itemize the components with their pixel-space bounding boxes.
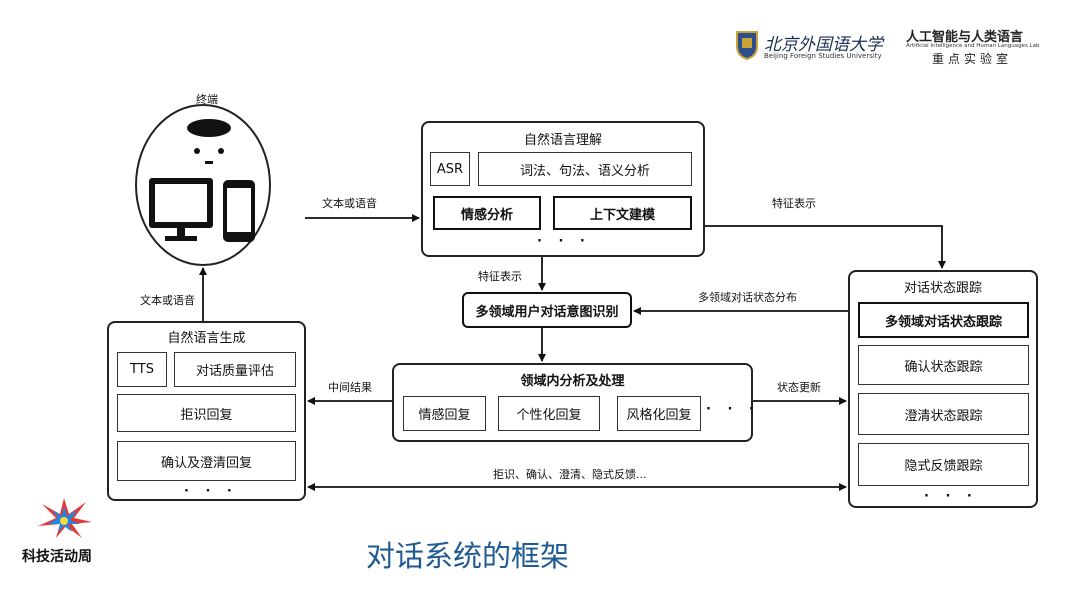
- footer-brand-logo: 科技活动周: [22, 496, 102, 566]
- terminal-devices-icon: [149, 119, 255, 242]
- label-text-or-speech-in: 文本或语音: [322, 197, 377, 210]
- page-title: 对话系统的框架: [366, 539, 570, 573]
- personalized-reply-block: 个性化回复: [498, 396, 600, 431]
- domain-processing-title: 领域内分析及处理: [520, 374, 625, 389]
- nlu-module: [421, 121, 705, 257]
- label-feature-repr-down: 特征表示: [478, 270, 522, 283]
- lexical-analysis-block: 词法、句法、语义分析: [478, 152, 692, 186]
- nlu-dots: · · ·: [537, 234, 591, 249]
- lab-name-cn: 人工智能与人类语言: [906, 30, 1024, 45]
- lab-logo: 人工智能与人类语言 Artificial Intelligence and Hu…: [904, 26, 1044, 66]
- arrow-nlu-to-dst: [705, 225, 946, 269]
- dst-dots: · · ·: [924, 489, 978, 504]
- dialogue-quality-block: 对话质量评估: [174, 352, 296, 387]
- sentiment-analysis-block: 情感分析: [433, 196, 541, 230]
- label-multi-domain-dist: 多领域对话状态分布: [698, 291, 797, 304]
- intent-recognition-block: 多领域用户对话意图识别: [462, 292, 632, 328]
- footer-brand: 科技活动周: [22, 549, 92, 565]
- label-feature-repr-right: 特征表示: [772, 197, 816, 210]
- label-text-or-speech-out: 文本或语音: [140, 294, 195, 307]
- nlg-dots: · · ·: [184, 484, 238, 499]
- bfsu-emblem-icon: [736, 31, 758, 60]
- asr-block: ASR: [430, 152, 470, 186]
- starburst-logo-icon: [38, 498, 92, 538]
- bfsu-name-en: Beijing Foreign Studies University: [764, 52, 882, 60]
- multi-domain-dst-block: 多领域对话状态跟踪: [858, 302, 1029, 338]
- label-state-update: 状态更新: [777, 381, 821, 394]
- label-bottom-flows: 拒识、确认、澄清、隐式反馈...: [493, 468, 647, 481]
- confirm-clarify-reply-block: 确认及澄清回复: [117, 441, 296, 481]
- context-modeling-block: 上下文建模: [553, 196, 692, 230]
- domain-processing-dots: · · ·: [706, 402, 760, 417]
- terminal-title: 终端: [196, 93, 218, 106]
- dst-title: 对话状态跟踪: [903, 281, 982, 296]
- bfsu-name-cn: 北京外国语大学: [764, 35, 883, 55]
- tts-block: TTS: [117, 352, 167, 387]
- lab-sub: 重点实验室: [932, 52, 1013, 66]
- implicit-feedback-tracking-block: 隐式反馈跟踪: [858, 443, 1029, 486]
- nlg-title: 自然语言生成: [167, 331, 246, 346]
- label-intermediate-result: 中间结果: [328, 381, 372, 394]
- clarify-state-tracking-block: 澄清状态跟踪: [858, 393, 1029, 435]
- rejection-reply-block: 拒识回复: [117, 394, 296, 432]
- lab-name-en: Artificial Intelligence and Human Langua…: [906, 43, 1040, 49]
- bfsu-logo: 北京外国语大学 Beijing Foreign Studies Universi…: [734, 30, 894, 64]
- confirm-state-tracking-block: 确认状态跟踪: [858, 345, 1029, 385]
- emotion-reply-block: 情感回复: [403, 396, 486, 431]
- terminal-node: [135, 104, 271, 266]
- stylized-reply-block: 风格化回复: [617, 396, 701, 431]
- nlu-title: 自然语言理解: [523, 133, 602, 148]
